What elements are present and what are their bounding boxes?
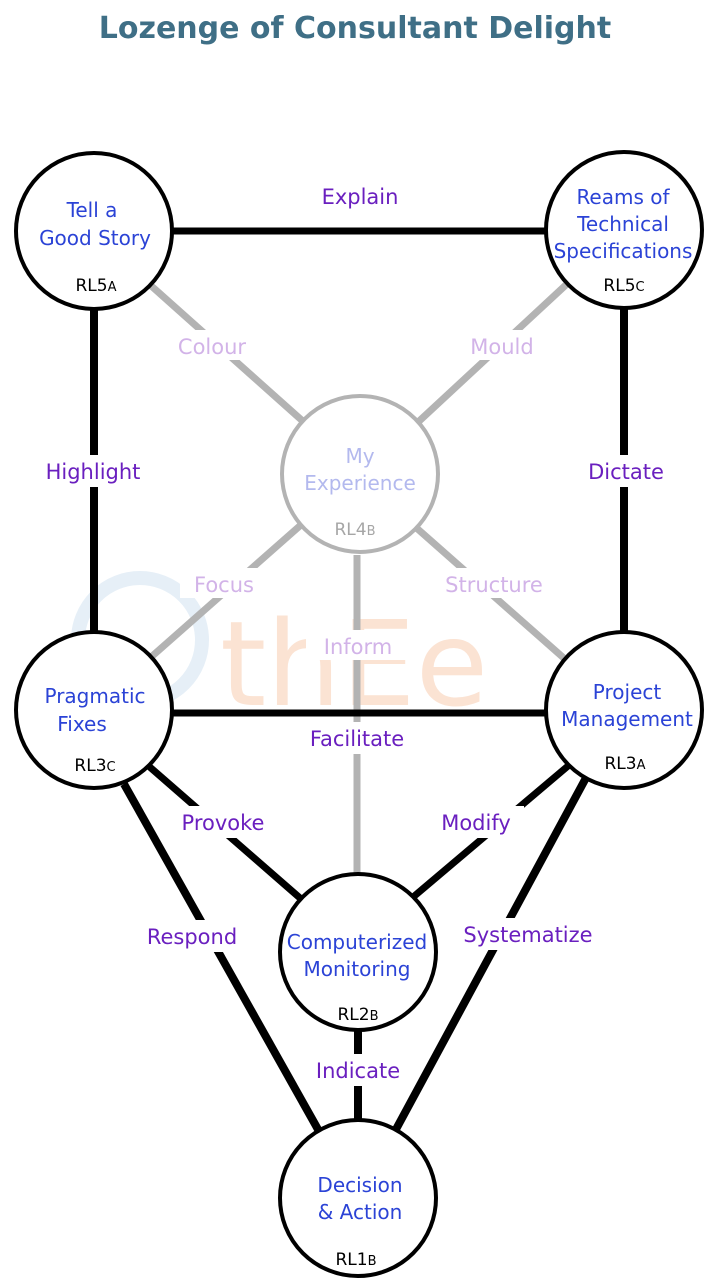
label-structure: Structure (445, 573, 543, 597)
svg-text:Reams of: Reams of (576, 185, 670, 209)
node-code: RL3C (74, 756, 115, 776)
svg-text:Technical: Technical (576, 212, 669, 236)
label-facilitate: Facilitate (310, 727, 404, 751)
svg-text:Monitoring: Monitoring (304, 957, 411, 981)
svg-text:Management: Management (561, 707, 693, 731)
svg-text:Tell a: Tell a (66, 198, 118, 222)
node-code: RL5A (75, 276, 116, 296)
edge-systematize (390, 774, 591, 1135)
label-inform: Inform (324, 635, 392, 659)
node-project-management: Project Management RL3A (544, 630, 704, 790)
edge-labels: Explain Highlight Dictate Colour Mould F… (46, 185, 664, 1083)
node-code: RL3A (604, 754, 645, 774)
node-code: RL1B (335, 1250, 376, 1270)
label-colour: Colour (178, 335, 247, 359)
node-code: RL5C (603, 276, 644, 296)
svg-text:Project: Project (593, 680, 662, 704)
node-code: RL2B (337, 1005, 378, 1025)
label-highlight: Highlight (46, 460, 141, 484)
node-tell-a-good-story: Tell a Good Story RL5A (14, 151, 174, 311)
node-pragmatic-fixes: Pragmatic Fixes RL3C (14, 630, 174, 790)
diagram-title: Lozenge of Consultant Delight (99, 11, 611, 46)
label-modify: Modify (441, 811, 511, 835)
label-indicate: Indicate (316, 1059, 400, 1083)
svg-text:& Action: & Action (318, 1200, 403, 1224)
svg-text:Fixes: Fixes (57, 712, 107, 736)
svg-text:Good Story: Good Story (39, 226, 151, 250)
svg-text:Computerized: Computerized (287, 930, 427, 954)
node-code: RL4B (334, 520, 375, 540)
label-explain: Explain (322, 185, 399, 209)
svg-text:Pragmatic: Pragmatic (44, 684, 145, 708)
edge-label-backgrounds (28, 180, 678, 1086)
node-computerized-monitoring: Computerized Monitoring RL2B (278, 872, 438, 1032)
node-reams-of-technical-specifications: Reams of Technical Specifications RL5C (544, 150, 704, 310)
label-mould: Mould (470, 335, 533, 359)
edge-respond (120, 782, 324, 1135)
svg-text:My: My (345, 444, 374, 468)
svg-text:Experience: Experience (304, 471, 416, 495)
label-respond: Respond (147, 925, 237, 949)
label-dictate: Dictate (588, 460, 664, 484)
label-systematize: Systematize (463, 923, 592, 947)
svg-text:Decision: Decision (317, 1173, 402, 1197)
label-focus: Focus (194, 573, 254, 597)
node-decision-and-action: Decision & Action RL1B (278, 1118, 438, 1278)
svg-text:Specifications: Specifications (554, 239, 693, 263)
label-provoke: Provoke (182, 811, 265, 835)
node-my-experience: My Experience RL4B (280, 394, 440, 554)
